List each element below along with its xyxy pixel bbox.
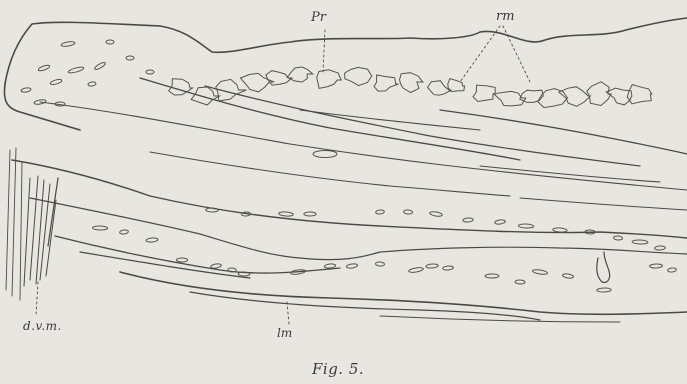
lamina-line-3 bbox=[80, 252, 250, 278]
basal-line-right bbox=[380, 316, 620, 322]
rm-cell bbox=[191, 87, 219, 105]
fold-loop bbox=[597, 252, 610, 282]
nucleus-mark bbox=[88, 81, 97, 86]
nucleus bbox=[655, 246, 666, 251]
nucleus bbox=[667, 267, 676, 272]
nucleus-mark bbox=[61, 41, 75, 47]
left-nuclei-marks bbox=[21, 40, 154, 106]
nucleus bbox=[495, 219, 506, 224]
central-ovoid bbox=[313, 151, 337, 158]
upper-contour bbox=[5, 18, 687, 84]
left-edge bbox=[4, 84, 80, 130]
rm-cell bbox=[345, 67, 372, 85]
nucleus-mark bbox=[68, 66, 84, 74]
rm-cell bbox=[374, 75, 399, 91]
nucleus bbox=[632, 240, 648, 245]
rm-cell bbox=[520, 90, 544, 102]
nucleus bbox=[532, 269, 548, 275]
label-lm: lm bbox=[277, 327, 292, 339]
nucleus-mark bbox=[38, 64, 51, 72]
nucleus bbox=[176, 258, 187, 262]
nucleus-mark bbox=[146, 70, 154, 74]
rm-cell bbox=[287, 67, 313, 82]
nucleus bbox=[429, 211, 442, 217]
nucleus bbox=[206, 208, 219, 212]
label-pr: Pr bbox=[311, 11, 326, 24]
nucleus-mark bbox=[50, 79, 63, 86]
nucleus bbox=[442, 266, 453, 271]
fibre-line-4 bbox=[150, 152, 510, 196]
nucleus bbox=[279, 211, 294, 216]
nucleus bbox=[92, 226, 107, 230]
nucleus bbox=[304, 212, 316, 216]
rm-cell bbox=[627, 85, 652, 104]
rm-cell bbox=[448, 79, 465, 92]
fibre-line-7 bbox=[480, 166, 660, 182]
dvm-fibres bbox=[6, 148, 58, 300]
nucleus bbox=[324, 263, 336, 268]
fibre-line-3 bbox=[205, 86, 640, 166]
nucleus bbox=[228, 268, 237, 273]
label-rm: rm bbox=[496, 10, 515, 23]
lower-contour bbox=[120, 272, 687, 314]
nucleus bbox=[146, 237, 158, 242]
figure-caption: Fig. 5. bbox=[312, 362, 364, 377]
rm-cell bbox=[494, 91, 526, 106]
nucleus bbox=[119, 230, 128, 235]
nucleus bbox=[515, 280, 525, 284]
nucleus-mark bbox=[126, 56, 134, 60]
rm-cell bbox=[473, 85, 495, 101]
rm-cell bbox=[317, 70, 342, 89]
nucleus-mark bbox=[106, 40, 114, 44]
nucleus bbox=[485, 274, 499, 278]
fibre-line-8 bbox=[520, 198, 687, 210]
nucleus bbox=[375, 262, 384, 267]
rm-cell bbox=[400, 73, 423, 93]
nucleus bbox=[210, 263, 221, 269]
mid-boundary bbox=[12, 160, 687, 238]
nucleus bbox=[597, 288, 612, 292]
nucleus bbox=[518, 224, 534, 229]
label-pointers bbox=[36, 26, 530, 324]
nucleus bbox=[403, 210, 412, 215]
nucleus bbox=[649, 264, 662, 269]
nucleus bbox=[562, 273, 574, 279]
lower-band-nuclei bbox=[92, 208, 676, 292]
nucleus bbox=[463, 218, 473, 223]
nucleus bbox=[613, 236, 622, 241]
label-dvm: d.v.m. bbox=[23, 320, 62, 332]
rm-cell bbox=[587, 82, 611, 106]
nucleus-mark bbox=[21, 87, 32, 93]
nucleus bbox=[346, 263, 358, 269]
nucleus-mark bbox=[94, 61, 106, 70]
nucleus bbox=[426, 264, 439, 269]
nucleus bbox=[408, 267, 423, 273]
rm-cell bbox=[240, 73, 274, 92]
fibre-line-6 bbox=[440, 110, 687, 154]
nucleus bbox=[553, 227, 568, 232]
upper-lamina-line bbox=[30, 198, 687, 260]
rm-cell-clusters bbox=[169, 67, 652, 108]
nucleus bbox=[375, 210, 384, 215]
